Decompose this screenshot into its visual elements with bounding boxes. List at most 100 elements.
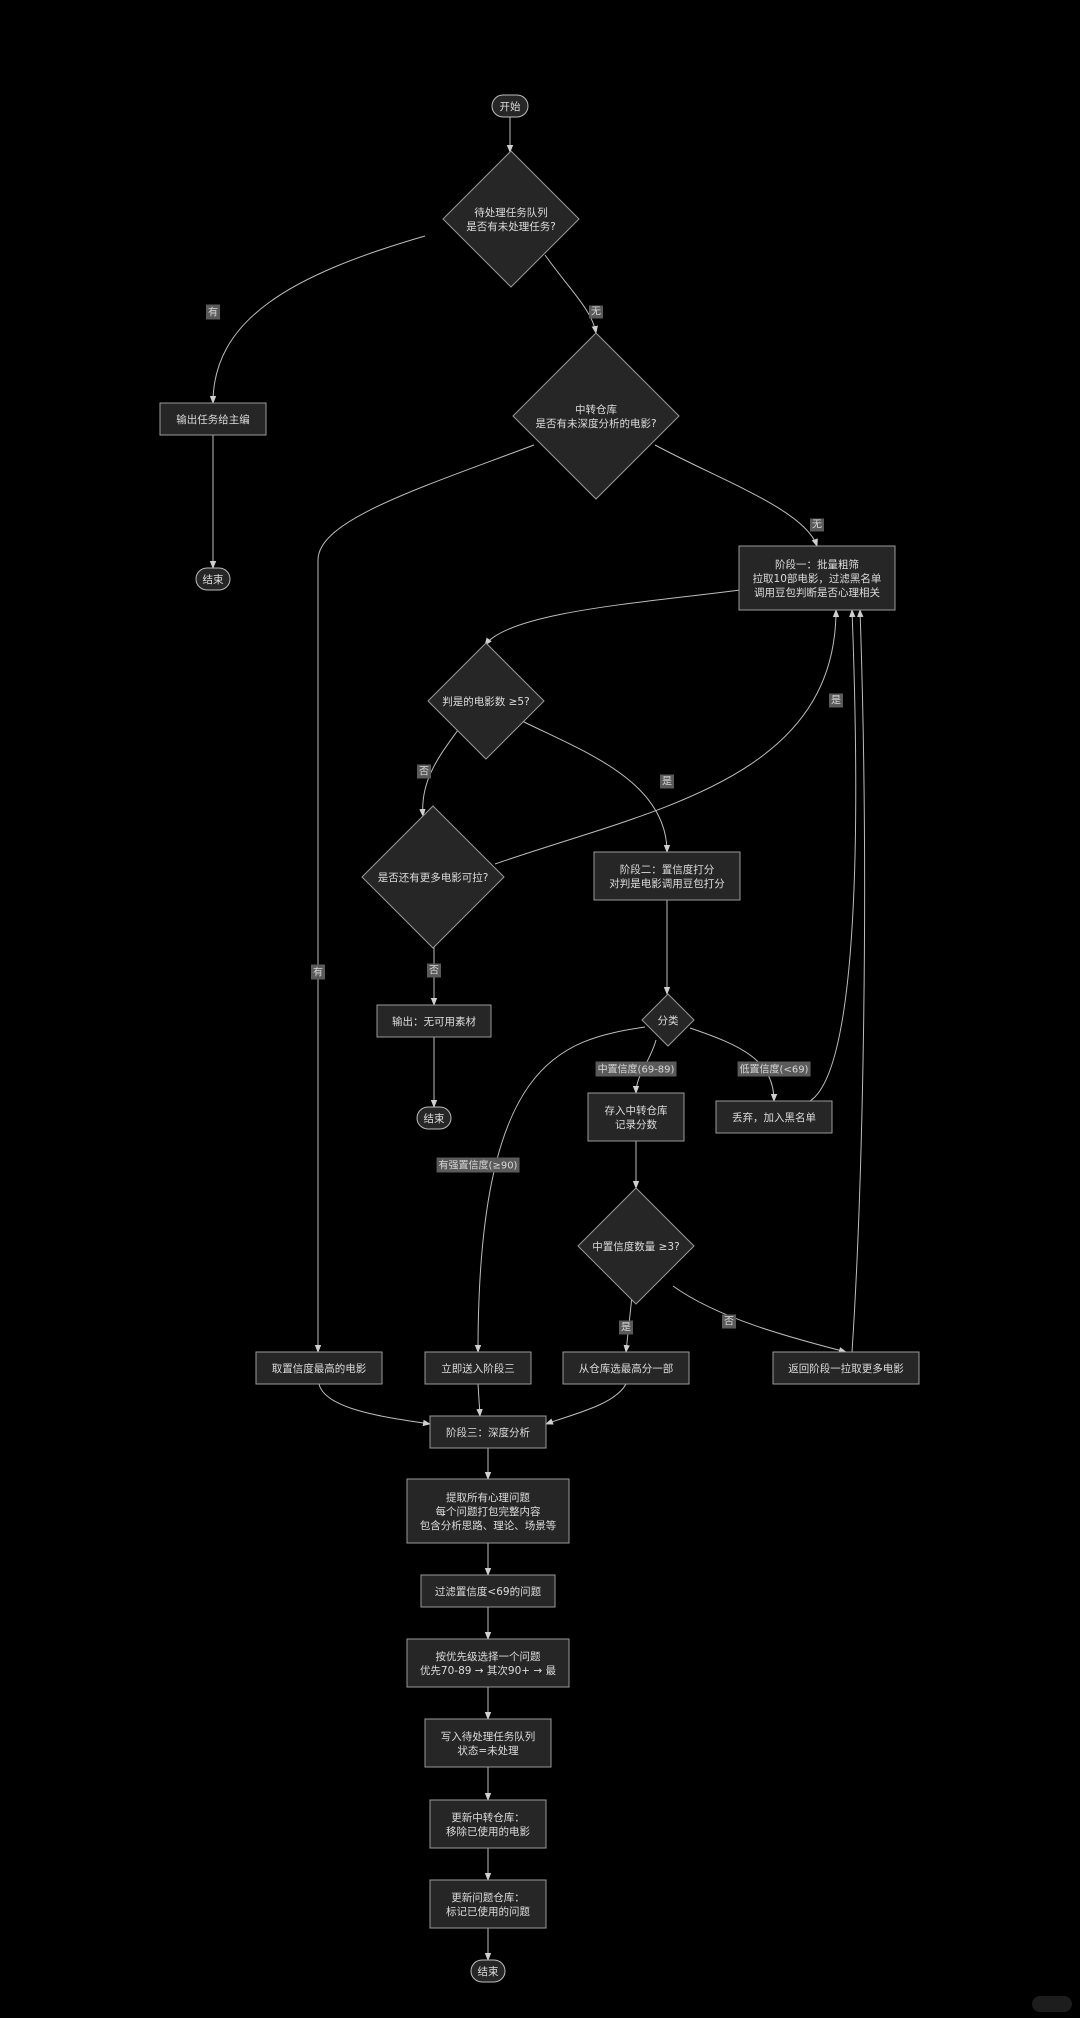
flow-edge-22 — [318, 1383, 431, 1427]
flow-edge-2 — [209, 235, 426, 404]
edge-label-tasks-yes: 有 — [206, 304, 220, 320]
flow-edge-24 — [545, 1383, 627, 1425]
edge-label-high: 有强置信度(≥90) — [436, 1157, 520, 1173]
edge-label-bg — [589, 305, 603, 319]
edges-layer — [209, 117, 866, 1961]
decision-diamond — [442, 150, 580, 288]
node-text: 开始 — [500, 100, 521, 113]
edge-label-text: 低置信度(<69) — [740, 1063, 809, 1076]
edge-label-text: 无 — [812, 520, 822, 531]
node-classify: 分类 — [641, 993, 695, 1047]
node-text: 优先70-89 → 其次90+ → 最 — [420, 1664, 557, 1677]
edge-label-bg — [427, 963, 441, 978]
node-take-top: 取置信度最高的电影 — [255, 1351, 383, 1385]
flow-edge-8 — [419, 729, 459, 817]
process-box — [424, 1351, 532, 1385]
edge-label-text: 否 — [429, 965, 439, 977]
terminal-pill — [470, 1959, 506, 1983]
node-text: 提取所有心理问题 — [446, 1491, 530, 1504]
node-out-none: 输出：无可用素材 — [376, 1004, 492, 1038]
node-text: 结束 — [203, 573, 224, 586]
node-text: 取置信度最高的电影 — [272, 1362, 367, 1375]
flow-edge-5 — [314, 444, 535, 1353]
process-box — [406, 1478, 570, 1544]
node-update-problems: 更新问题仓库：标记已使用的问题 — [429, 1879, 547, 1929]
edge-label-bg — [619, 1320, 633, 1335]
node-text: 分类 — [658, 1014, 679, 1027]
flow-edge-6 — [654, 444, 818, 547]
edge-label-mid-count-yes: 是 — [619, 1320, 633, 1335]
node-discard: 丢弃，加入黑名单 — [715, 1100, 833, 1134]
terminal-pill — [491, 94, 529, 118]
process-box — [593, 851, 741, 901]
node-back-stage1: 返回阶段一拉取更多电影 — [772, 1351, 920, 1385]
edge-label-text: 否 — [419, 766, 429, 778]
edge-label-bg — [311, 964, 325, 980]
flow-edge-17 — [809, 609, 857, 1102]
process-box — [406, 1638, 570, 1688]
process-box — [255, 1351, 383, 1385]
watermark-badge — [1032, 1996, 1072, 2012]
node-q-mid-count: 中置信度数量 ≥3? — [577, 1187, 695, 1305]
edge-label-text: 有强置信度(≥90) — [439, 1159, 518, 1172]
terminal-pill — [416, 1106, 452, 1130]
edge-label-text: 否 — [724, 1316, 734, 1328]
node-text: 阶段二：置信度打分 — [620, 863, 715, 876]
node-text: 中置信度数量 ≥3? — [592, 1240, 679, 1253]
edge-label-more-no: 否 — [427, 963, 441, 978]
edge-label-text: 是 — [621, 1322, 631, 1334]
node-text: 更新中转仓库： — [451, 1811, 525, 1824]
node-end1: 结束 — [195, 567, 231, 591]
flow-edge-16 — [689, 1027, 778, 1102]
node-q-more: 是否还有更多电影可拉? — [361, 805, 505, 949]
node-text: 待处理任务队列 — [474, 206, 548, 219]
node-text: 阶段一：批量粗筛 — [775, 558, 859, 571]
node-q-count: 判是的电影数 ≥5? — [427, 642, 545, 760]
decision-diamond — [361, 805, 505, 949]
edge-label-low: 低置信度(<69) — [737, 1061, 811, 1077]
node-text: 丢弃，加入黑名单 — [732, 1111, 816, 1124]
process-box — [376, 1004, 492, 1038]
flow-edge-21 — [851, 609, 866, 1353]
node-text: 是否有未深度分析的电影? — [535, 417, 656, 430]
edge-label-transit-yes: 有 — [311, 964, 325, 980]
node-text: 立即送入阶段三 — [441, 1362, 515, 1375]
edge-label-bg — [660, 774, 674, 789]
edge-label-more-yes: 是 — [829, 693, 843, 708]
node-text: 输出：无可用素材 — [392, 1015, 476, 1028]
node-out-editor: 输出任务给主编 — [159, 402, 267, 436]
node-text: 判是的电影数 ≥5? — [442, 695, 529, 708]
edge-label-bg — [810, 518, 824, 532]
process-box — [587, 1092, 685, 1142]
edge-label-mid: 中置信度(69-89) — [595, 1061, 677, 1077]
flow-edge-20 — [672, 1285, 847, 1354]
flow-edge-7 — [484, 589, 741, 646]
decision-diamond — [427, 642, 545, 760]
node-text: 阶段三：深度分析 — [446, 1426, 530, 1439]
edge-label-text: 有 — [208, 306, 218, 319]
edge-label-text: 是 — [662, 776, 672, 788]
process-box — [738, 545, 896, 611]
node-text: 结束 — [478, 1965, 499, 1978]
process-box — [424, 1718, 552, 1768]
decision-diamond — [641, 993, 695, 1047]
process-box — [429, 1879, 547, 1929]
node-text: 拉取10部电影，过滤黑名单 — [753, 572, 882, 585]
edge-label-mid-count-no: 否 — [722, 1314, 736, 1329]
decision-diamond — [577, 1187, 695, 1305]
node-text: 从仓库选最高分一部 — [579, 1362, 674, 1375]
process-box — [772, 1351, 920, 1385]
node-text: 是否有未处理任务? — [466, 220, 556, 233]
node-start: 开始 — [491, 94, 529, 118]
node-end3: 结束 — [470, 1959, 506, 1983]
node-text: 按优先级选择一个问题 — [436, 1650, 541, 1663]
edge-labels-layer: 有无无有否是是否有强置信度(≥90)中置信度(69-89)低置信度(<69)是否 — [206, 304, 843, 1335]
node-text: 存入中转仓库 — [605, 1104, 668, 1117]
